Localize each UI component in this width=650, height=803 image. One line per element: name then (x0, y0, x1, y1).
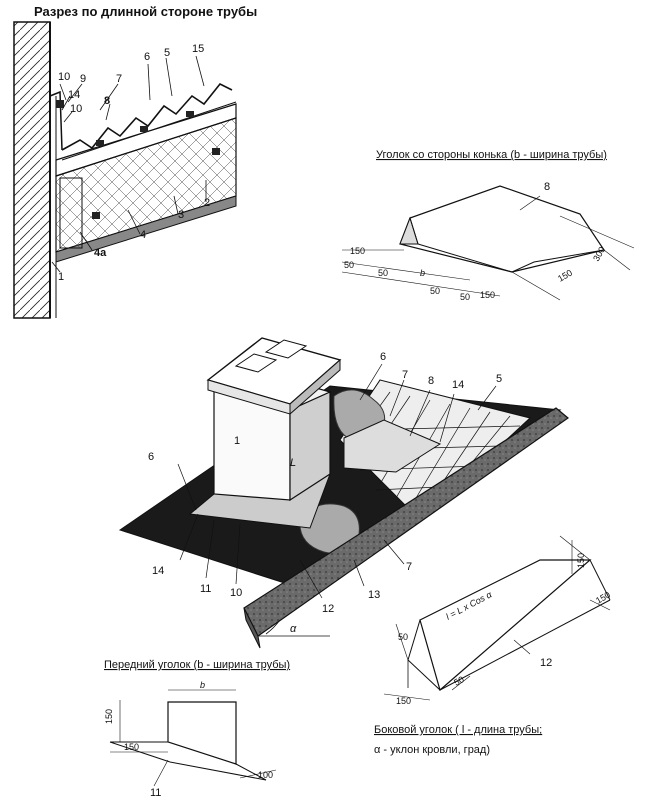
side-callout-12: 12 (540, 657, 552, 669)
main-callout-6a: 6 (380, 351, 386, 363)
ridge-corner-part (399, 185, 605, 273)
chimney-side (289, 391, 331, 502)
ridge-dim-150c: 150 (556, 268, 574, 284)
side-dim-50b: 50 (452, 674, 466, 688)
main-isometric-view: 6 7 8 14 5 1 L 6 7 14 11 10 12 13 α (118, 337, 569, 649)
roof-board (55, 195, 237, 263)
side-corner-caption-2: α - уклон кровли, град) (374, 744, 490, 756)
ridge-dim-150b: 150 (480, 290, 495, 300)
ridge-dim-50b: 50 (378, 268, 388, 278)
section-callout-6: 6 (144, 51, 150, 63)
side-dim-50a: 50 (398, 632, 408, 642)
main-callout-5: 5 (496, 373, 502, 385)
ridge-corner-caption: Уголок со стороны конька (b - ширина тру… (376, 149, 607, 161)
side-corner-part (419, 559, 592, 692)
main-callout-11: 11 (200, 583, 211, 595)
main-callout-alpha: α (290, 623, 297, 635)
side-dim-150c: 150 (396, 696, 411, 706)
front-corner-caption: Передний уголок (b - ширина трубы) (104, 659, 290, 671)
side-dim-150a: 150 (576, 553, 586, 568)
ridge-callout-8: 8 (544, 181, 550, 193)
section-callout-4: 4 (140, 229, 146, 241)
front-callout-11: 11 (150, 787, 161, 799)
main-callout-6b: 6 (148, 451, 154, 463)
ridge-dim-50c: 50 (430, 286, 440, 296)
section-title: Разрез по длинной стороне трубы (34, 4, 257, 19)
ridge-dim-150a: 150 (350, 246, 365, 256)
side-corner-detail: l = L x Cos α 12 150 150 50 150 50 Боков… (374, 535, 612, 756)
section-callout-9: 9 (80, 73, 86, 85)
main-callout-13: 13 (368, 589, 380, 601)
section-callout-10b: 10 (70, 103, 82, 115)
side-dim-150b: 150 (594, 590, 612, 606)
main-callout-10: 10 (230, 587, 242, 599)
front-dim-100: 100 (258, 770, 273, 780)
front-corner-detail: Передний уголок (b - ширина трубы) 150 b… (104, 659, 290, 799)
main-callout-14a: 14 (452, 379, 464, 391)
front-dim-150b: 150 (124, 742, 139, 752)
section-drawing: 10 9 14 10 7 8 6 5 15 4 3 2 4а 1 (13, 21, 237, 319)
section-callout-4a: 4а (94, 247, 107, 259)
ridge-corner-piece (343, 419, 442, 473)
main-callout-8: 8 (428, 375, 434, 387)
front-dim-b: b (200, 680, 205, 690)
section-callout-8: 8 (104, 95, 110, 107)
ridge-dim-b: b (420, 268, 425, 278)
ridge-corner-detail: Уголок со стороны конька (b - ширина тру… (341, 149, 635, 302)
front-dim-150a: 150 (104, 709, 114, 724)
section-callout-10a: 10 (58, 71, 70, 83)
section-callout-1: 1 (58, 271, 64, 283)
section-callout-7: 7 (116, 73, 122, 85)
ridge-dim-50d: 50 (460, 292, 470, 302)
main-callout-7b: 7 (406, 561, 412, 573)
section-callout-14: 14 (68, 89, 80, 101)
section-callout-5: 5 (164, 47, 170, 59)
main-callout-12: 12 (322, 603, 334, 615)
side-corner-caption-1: Боковой уголок ( l - длина трубы; (374, 724, 542, 736)
main-callout-7a: 7 (402, 369, 408, 381)
main-callout-14b: 14 (152, 565, 164, 577)
main-callout-1: 1 (234, 435, 240, 447)
main-callout-L: L (290, 457, 296, 469)
chimney-wall (13, 21, 51, 319)
flue-opening-2 (264, 339, 308, 359)
flue-opening-1 (234, 353, 278, 373)
ridge-dim-50a: 50 (344, 260, 354, 270)
section-callout-2: 2 (204, 197, 210, 209)
section-callout-3: 3 (178, 209, 184, 221)
section-callout-15: 15 (192, 43, 204, 55)
front-corner-part (167, 701, 237, 765)
